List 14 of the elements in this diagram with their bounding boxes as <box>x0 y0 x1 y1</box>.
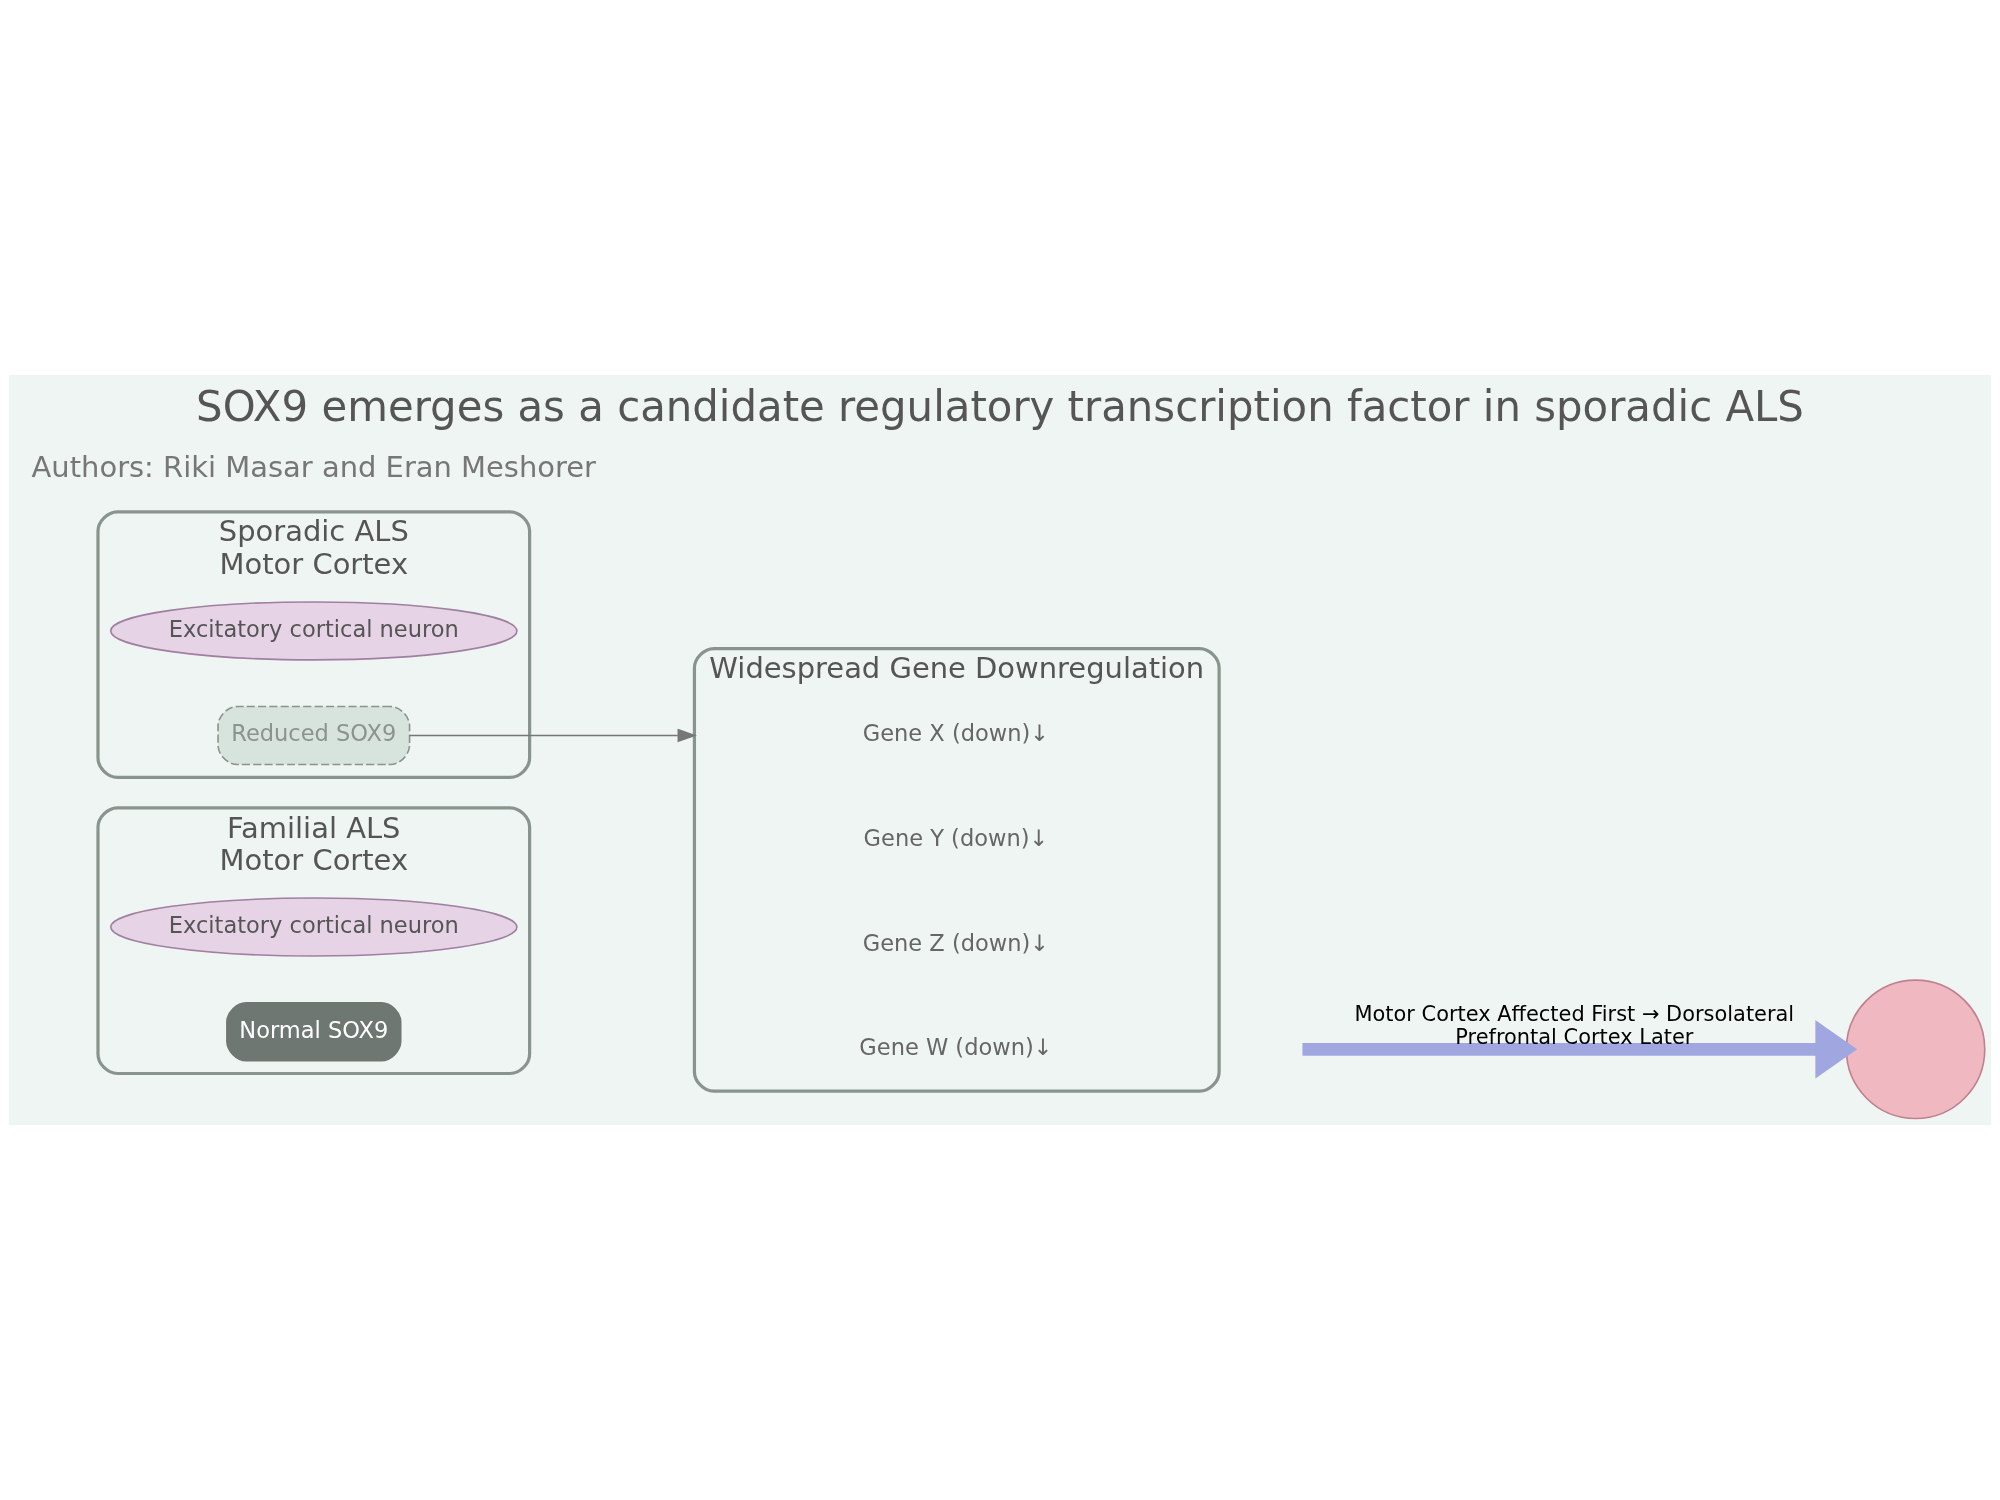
node-text: Gene Z (down)↓ <box>862 929 1050 956</box>
node-ellipse: Excitatory cortical neuron <box>109 601 518 661</box>
node-ellipse: Excitatory cortical neuron <box>109 897 518 957</box>
node-text: Gene X (down)↓ <box>862 720 1050 747</box>
diagram-title: SOX9 emerges as a candidate regulatory transcription factor in sporadic ALS <box>196 382 1804 432</box>
node-text: Gene W (down)↓ <box>859 1034 1053 1061</box>
node-box: Reduced SOX9 <box>217 705 411 766</box>
edge-label: Motor Cortex Affected First → Dorsolateral Prefrontal Cortex Later <box>1354 1002 1795 1049</box>
node-text: Gene Y (down)↓ <box>863 825 1049 852</box>
label: Authors: Riki Masar and Eran Meshorer <box>31 450 597 485</box>
arrow <box>408 728 697 743</box>
node-circle <box>1845 979 1986 1120</box>
arrow <box>1302 1020 1858 1079</box>
node-box: Normal SOX9 <box>226 1001 402 1062</box>
